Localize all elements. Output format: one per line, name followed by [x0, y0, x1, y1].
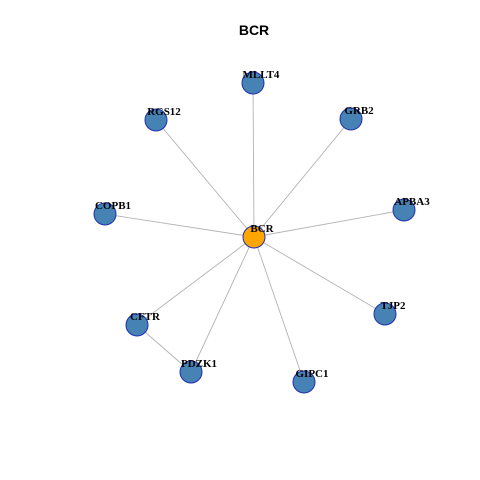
node-label-copb1: COPB1 [95, 200, 131, 212]
graph-title: BCR [239, 22, 269, 38]
node-label-apba3: APBA3 [394, 196, 430, 208]
edge-bcr-mllt4 [252, 82, 255, 238]
edge-bcr-gipc1 [253, 236, 305, 383]
edge-bcr-pdzk1 [190, 236, 255, 373]
node-apba3[interactable] [392, 198, 416, 222]
node-rgs12[interactable] [144, 108, 168, 132]
edge-bcr-rgs12 [155, 119, 255, 238]
node-label-gipc1: GIPC1 [296, 368, 329, 380]
node-mllt4[interactable] [241, 71, 265, 95]
node-label-bcr: BCR [250, 223, 274, 235]
node-gipc1[interactable] [292, 370, 316, 394]
node-label-mllt4: MLLT4 [243, 69, 280, 81]
edge-cftr-pdzk1 [136, 324, 192, 373]
node-label-tjp2: TJP2 [380, 300, 406, 312]
edge-bcr-tjp2 [253, 236, 386, 315]
edges-layer [104, 82, 405, 383]
edge-bcr-apba3 [253, 209, 405, 238]
edge-bcr-copb1 [104, 213, 255, 238]
node-tjp2[interactable] [373, 302, 397, 326]
edge-bcr-grb2 [253, 118, 352, 238]
node-label-cftr: CFTR [130, 311, 161, 323]
node-cftr[interactable] [125, 313, 149, 337]
edge-bcr-cftr [136, 236, 255, 326]
node-bcr[interactable] [242, 225, 266, 249]
node-label-grb2: GRB2 [344, 105, 374, 117]
nodes-layer [93, 71, 416, 394]
node-grb2[interactable] [339, 107, 363, 131]
node-copb1[interactable] [93, 202, 117, 226]
node-label-pdzk1: PDZK1 [181, 358, 217, 370]
node-label-rgs12: RGS12 [147, 106, 181, 118]
node-pdzk1[interactable] [179, 360, 203, 384]
